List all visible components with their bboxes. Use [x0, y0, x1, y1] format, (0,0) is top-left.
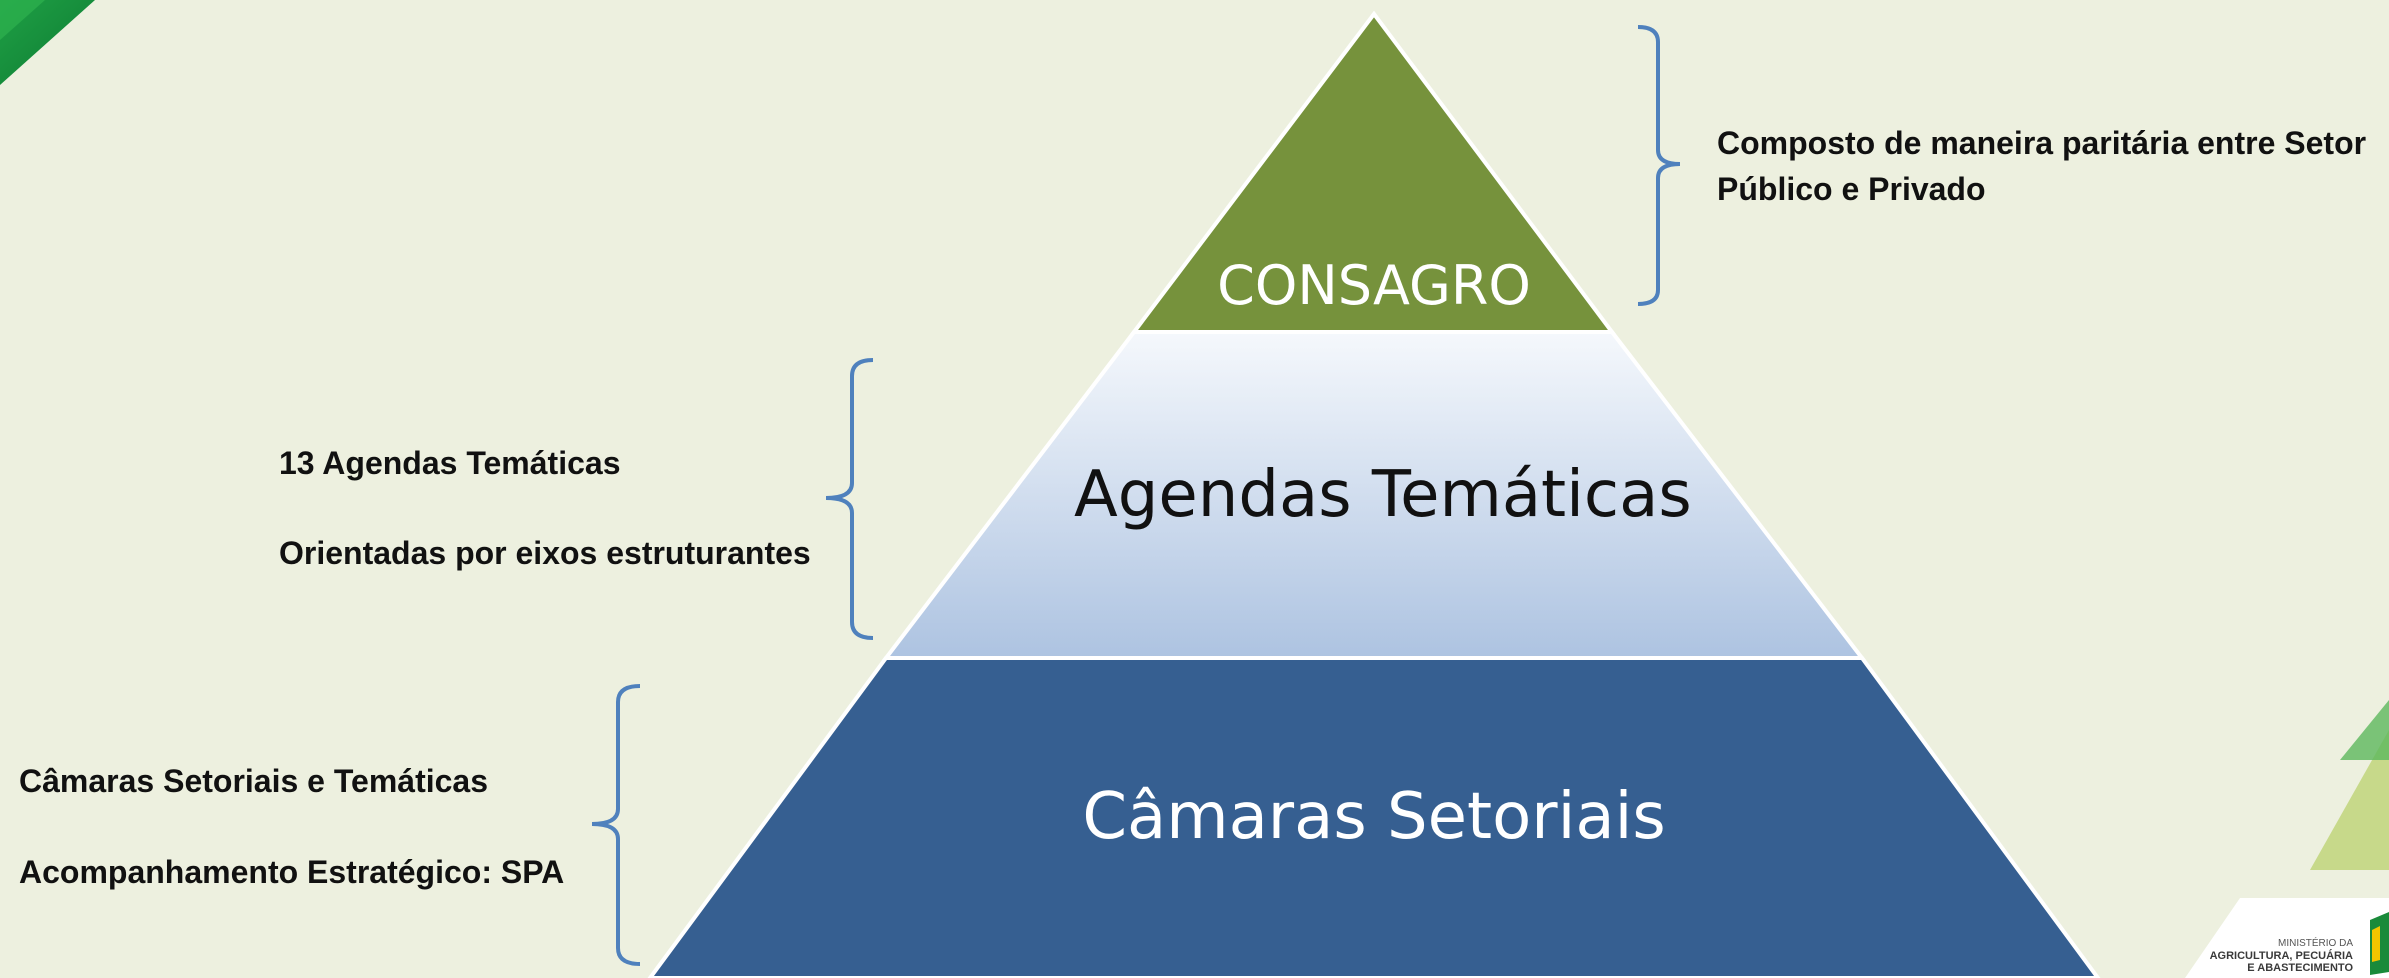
tier-label-camaras: Câmaras Setoriais: [1082, 780, 1666, 854]
logo-line-3: E ABASTECIMENTO: [2247, 962, 2353, 974]
note-top-line-1: Composto de maneira paritária entre Seto…: [1717, 125, 2367, 161]
pyramid-tier-bottom: [647, 656, 2101, 978]
note-bottom-line-1: Câmaras Setoriais e Temáticas: [19, 763, 488, 799]
corner-decoration-top-left: [0, 0, 95, 85]
bracket-bottom: [591, 684, 641, 966]
note-middle-line-1: 13 Agendas Temáticas: [279, 445, 621, 481]
tier-label-consagro: CONSAGRO: [1217, 254, 1531, 317]
ministry-logo: MINISTÉRIO DA AGRICULTURA, PECUÁRIA E AB…: [2210, 938, 2353, 974]
note-bottom-line-2: Acompanhamento Estratégico: SPA: [19, 854, 565, 890]
corner-decoration-top-left-accent: [0, 0, 45, 40]
logo-line-2: AGRICULTURA, PECUÁRIA: [2209, 950, 2353, 962]
logo-line-1: MINISTÉRIO DA: [2277, 938, 2353, 949]
note-middle-line-2: Orientadas por eixos estruturantes: [279, 535, 811, 571]
note-top: Composto de maneira paritária entre Seto…: [1717, 120, 2366, 212]
corner-decoration-bottom-right-green: [2340, 700, 2389, 760]
corner-decoration-bottom-right-light: [2310, 730, 2389, 870]
tier-label-agendas: Agendas Temáticas: [1074, 458, 1692, 532]
note-top-line-2: Público e Privado: [1717, 171, 1986, 207]
bracket-top: [1637, 25, 1681, 306]
bracket-middle: [825, 358, 874, 640]
logo-panel: [2185, 898, 2389, 978]
government-flag-icon: [2370, 912, 2389, 975]
